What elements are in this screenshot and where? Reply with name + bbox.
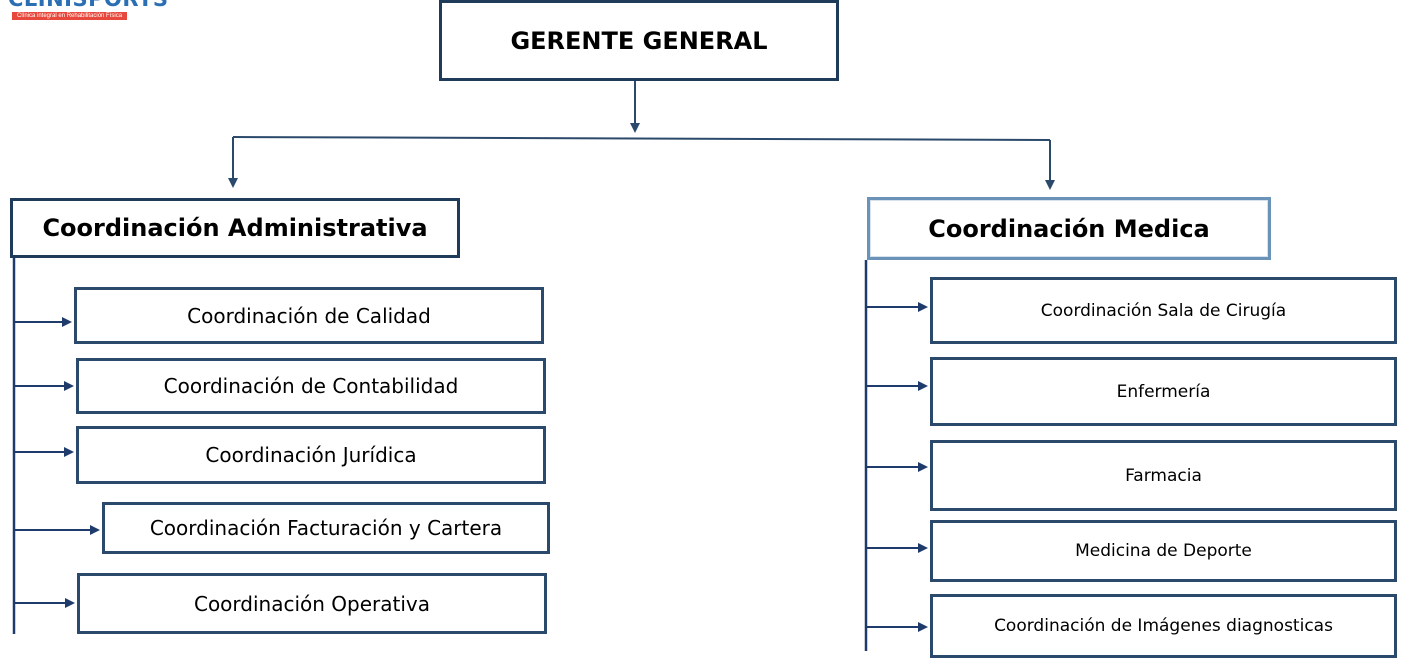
node-medica-medicina-deporte: Medicina de Deporte	[930, 520, 1397, 582]
node-label: Coordinación Facturación y Cartera	[149, 516, 503, 540]
node-coordinacion-medica-label: Coordinación Medica	[928, 214, 1210, 243]
node-label: Farmacia	[1125, 465, 1202, 486]
node-medica-farmacia: Farmacia	[930, 440, 1397, 511]
node-label: Coordinación Jurídica	[205, 443, 417, 467]
node-gerente-general-label: GERENTE GENERAL	[510, 26, 768, 55]
node-medica-imagenes-diagnosticas: Coordinación de Imágenes diagnosticas	[930, 594, 1397, 658]
node-label: Coordinación de Contabilidad	[163, 374, 459, 398]
node-admin-facturacion-cartera: Coordinación Facturación y Cartera	[102, 502, 550, 554]
node-admin-operativa: Coordinación Operativa	[77, 573, 547, 634]
node-admin-contabilidad: Coordinación de Contabilidad	[76, 358, 546, 414]
node-coordinacion-administrativa-label: Coordinación Administrativa	[42, 214, 428, 242]
node-admin-juridica: Coordinación Jurídica	[76, 426, 546, 484]
node-label: Coordinación Sala de Cirugía	[1040, 300, 1287, 321]
logo-name: CLINISPORTS	[8, 0, 169, 11]
node-label: Medicina de Deporte	[1075, 541, 1252, 561]
clinic-logo: CLINISPORTS Clínica integral en Rehabili…	[0, 0, 175, 40]
node-label: Coordinación Operativa	[193, 591, 431, 616]
node-medica-sala-cirugia: Coordinación Sala de Cirugía	[930, 277, 1397, 344]
node-admin-calidad: Coordinación de Calidad	[74, 287, 544, 344]
node-coordinacion-administrativa: Coordinación Administrativa	[10, 198, 460, 258]
node-medica-enfermeria: Enfermería	[930, 357, 1397, 426]
node-label: Coordinación de Imágenes diagnosticas	[994, 616, 1333, 636]
node-label: Enfermería	[1116, 381, 1211, 402]
node-coordinacion-medica: Coordinación Medica	[867, 197, 1271, 260]
node-gerente-general: GERENTE GENERAL	[439, 0, 839, 81]
node-label: Coordinación de Calidad	[187, 303, 431, 328]
connector-trunk	[232, 136, 1051, 141]
logo-tagline: Clínica integral en Rehabilitación Físic…	[12, 12, 128, 20]
